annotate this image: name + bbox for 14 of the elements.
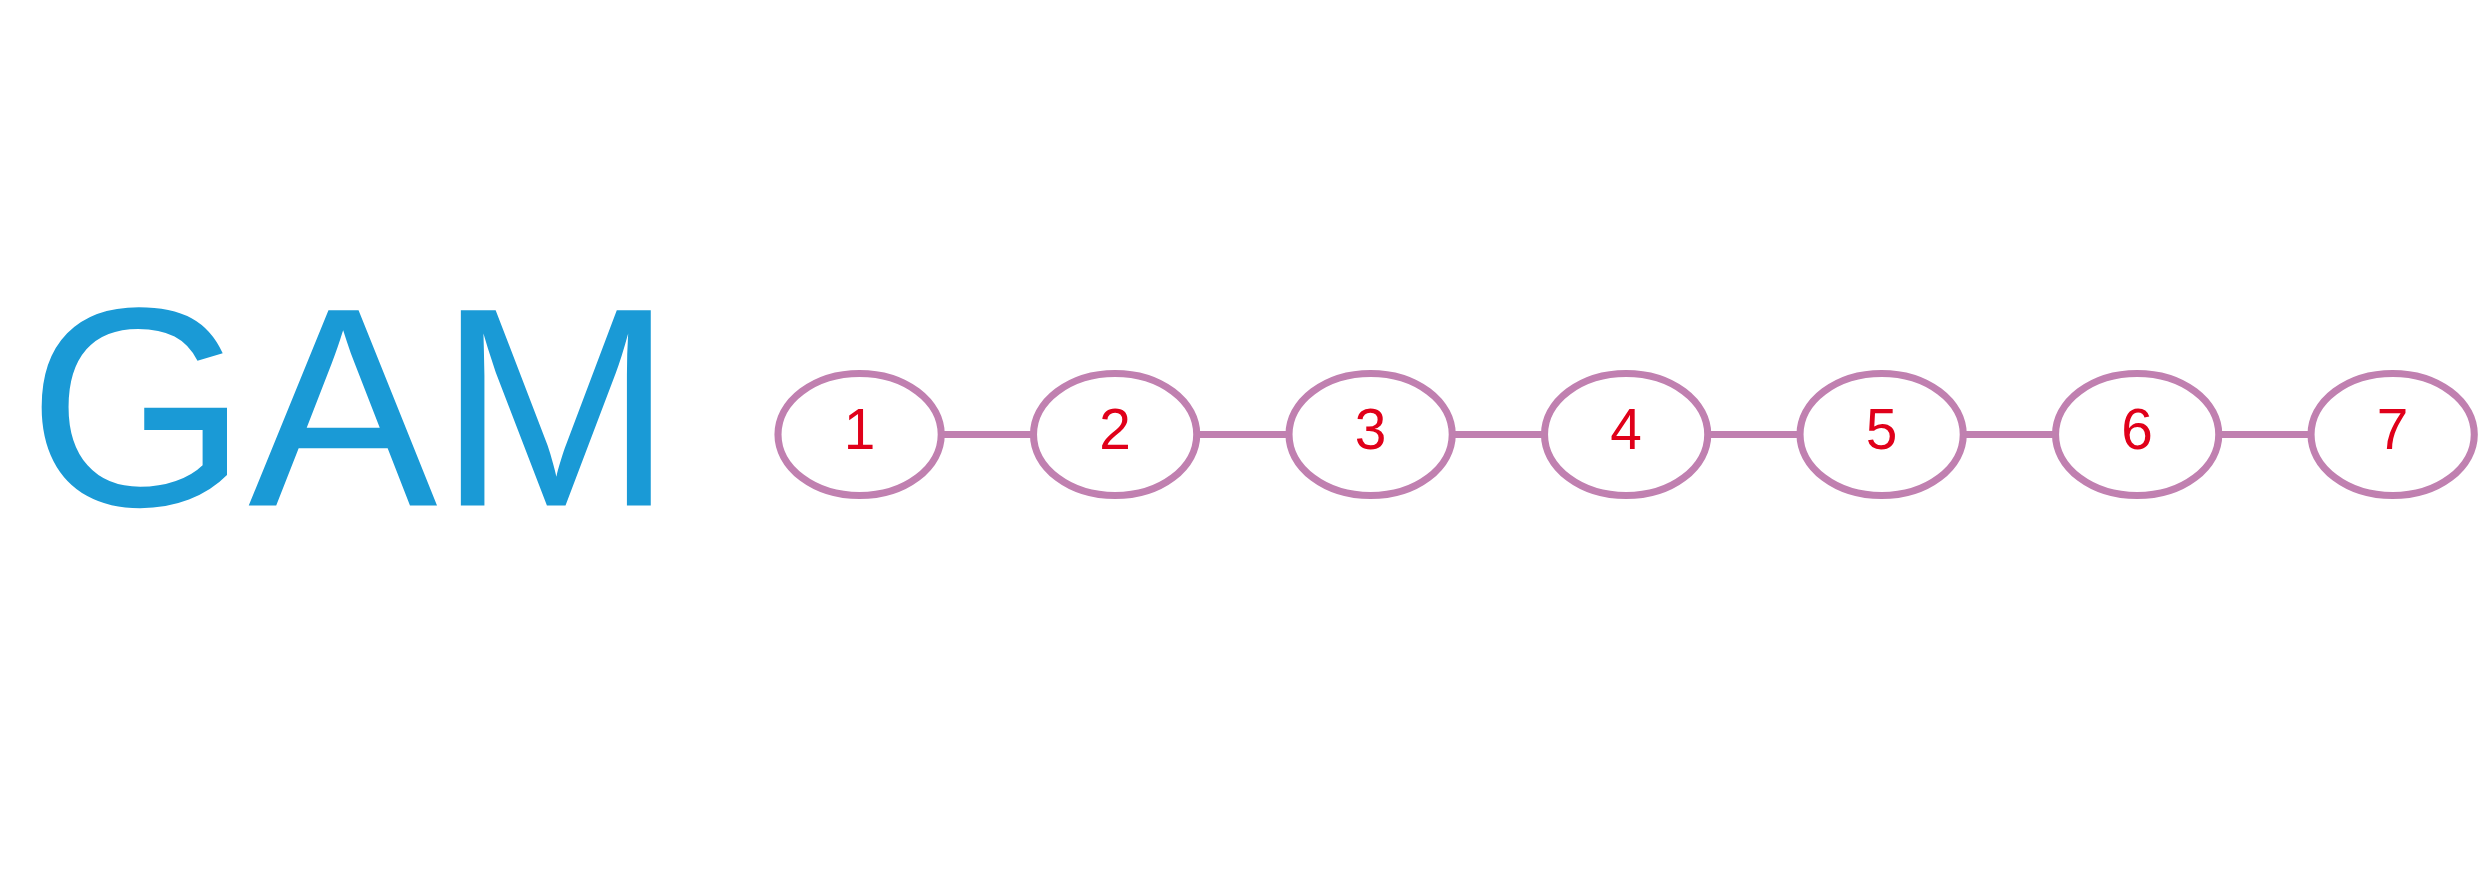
node-ellipse: 7 — [2307, 369, 2478, 500]
node-ellipse: 5 — [1796, 369, 1967, 500]
node-ellipse: 4 — [1540, 369, 1712, 500]
connector — [941, 430, 1034, 439]
node-ellipse: 3 — [1285, 369, 1456, 500]
connector — [1708, 430, 1800, 439]
label: GAM — [27, 248, 675, 566]
connector — [1452, 430, 1545, 439]
node-ellipse: 1 — [774, 369, 945, 500]
node-ellipse: 2 — [1029, 369, 1201, 500]
connector — [1197, 430, 1289, 439]
node-ellipse: 6 — [2052, 369, 2223, 500]
connector — [2219, 430, 2311, 439]
connector — [1963, 430, 2056, 439]
